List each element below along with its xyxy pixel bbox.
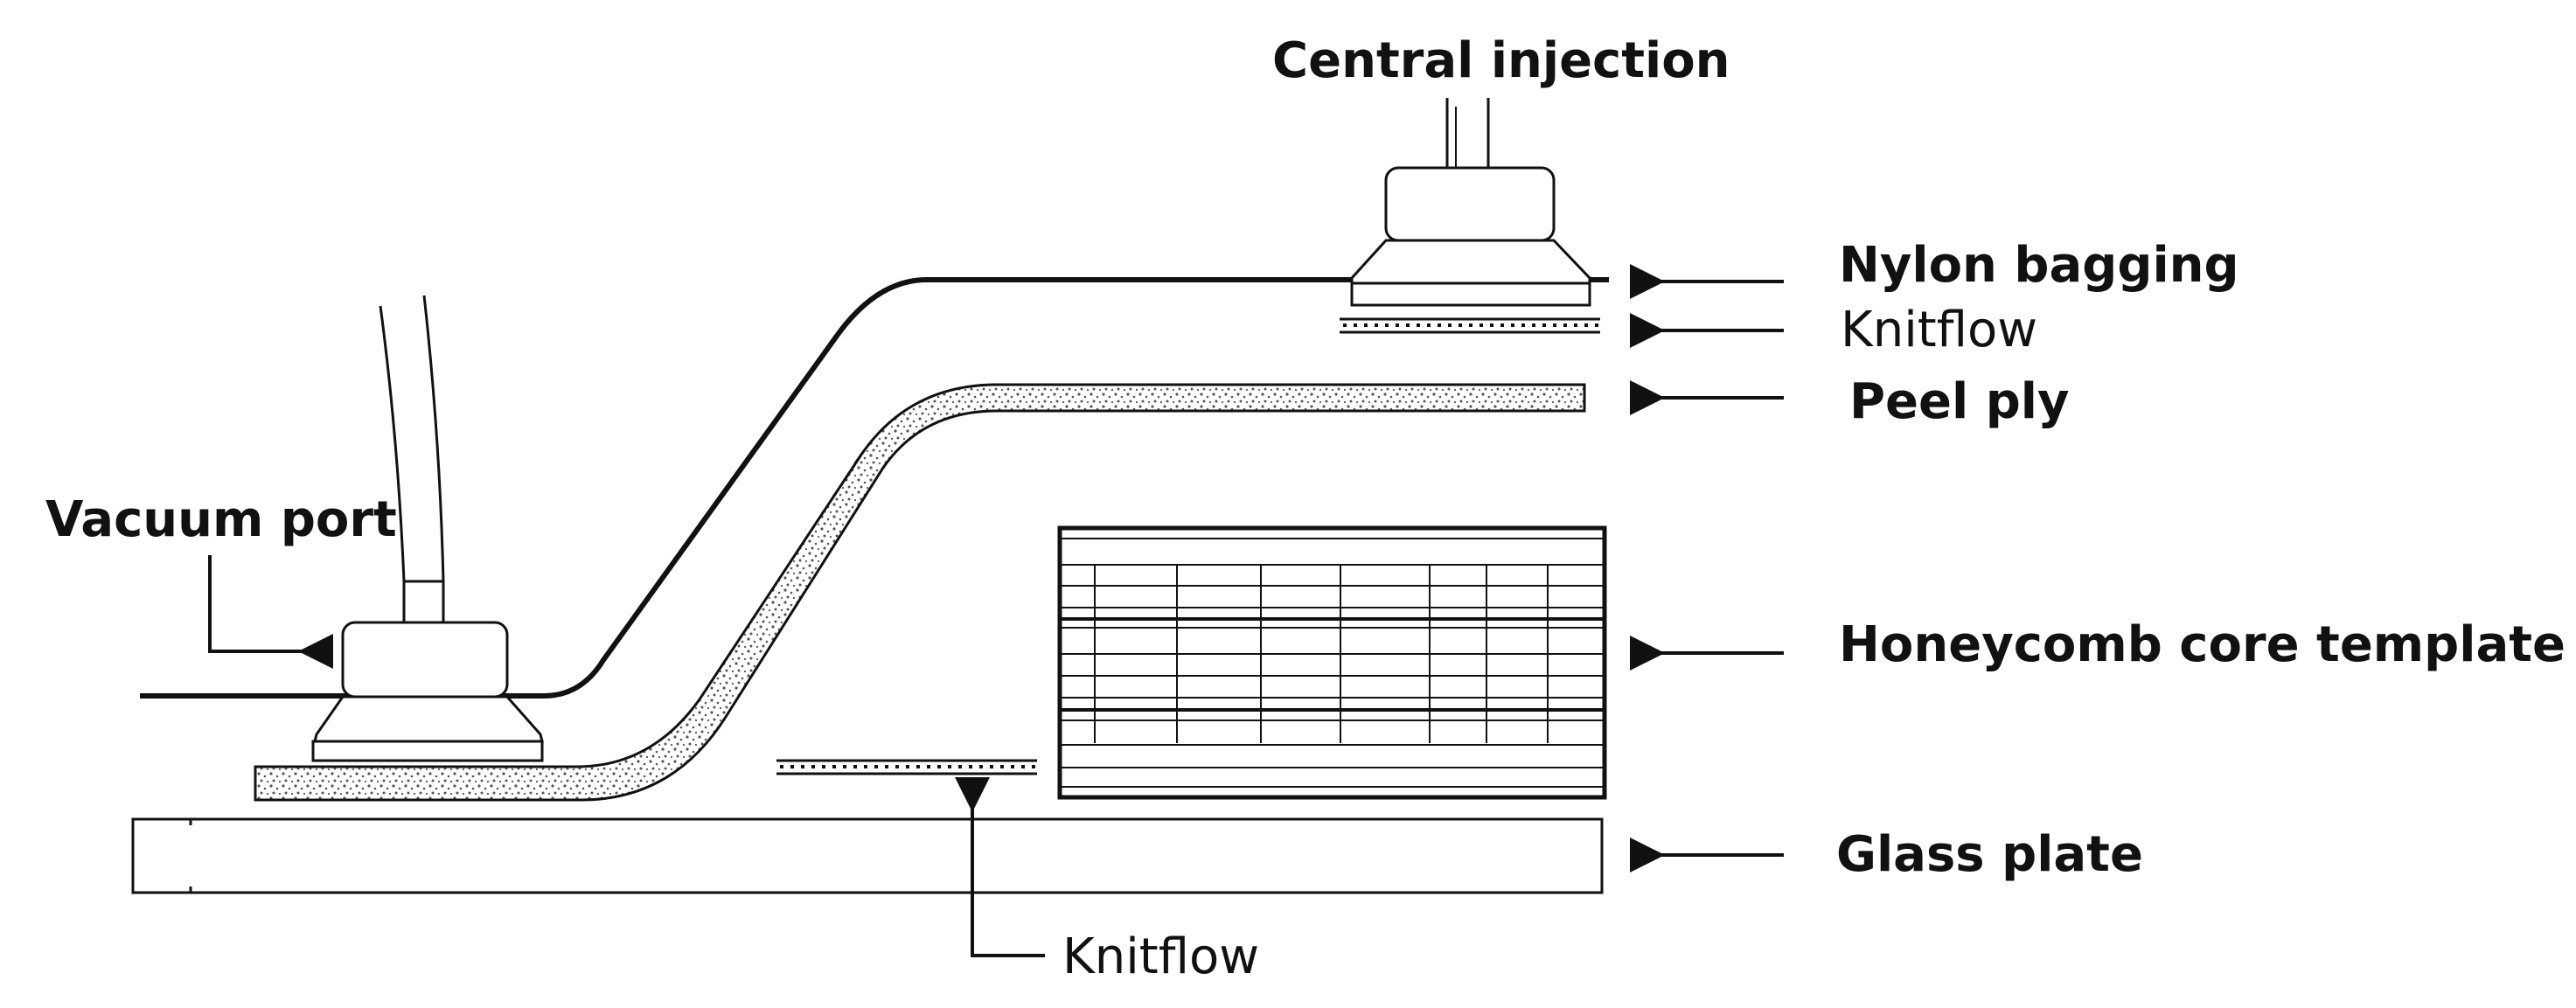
arrows: [208, 264, 1784, 957]
glass-plate-label: Glass plate: [1836, 826, 2143, 883]
peel-ply-fold-line: [853, 454, 863, 464]
knitflow-bottom-layer: [776, 759, 1037, 775]
central-injection-port: [1350, 98, 1591, 307]
central-injection-label: Central injection: [1272, 32, 1730, 89]
knitflow-top-label: Knitflow: [1841, 302, 2038, 358]
nylon-bagging: [140, 277, 1609, 699]
vacuum-port: [311, 295, 544, 762]
knitflow-bottom-label: Knitflow: [1062, 928, 1260, 985]
honeycomb-core-template-label: Honeycomb core template: [1839, 616, 2566, 673]
honeycomb-core-template: [1057, 525, 1607, 800]
nylon-bagging-label: Nylon bagging: [1839, 237, 2239, 294]
peel-ply: [254, 383, 1586, 802]
glass-plate: [131, 817, 1604, 894]
knitflow-top-layer: [1340, 317, 1600, 334]
peel-ply-label: Peel ply: [1849, 373, 2070, 430]
vacuum-port-arrow: [208, 555, 333, 669]
vacuum-port-label: Vacuum port: [45, 491, 397, 548]
knitflow-bottom-arrow: [955, 777, 1045, 957]
